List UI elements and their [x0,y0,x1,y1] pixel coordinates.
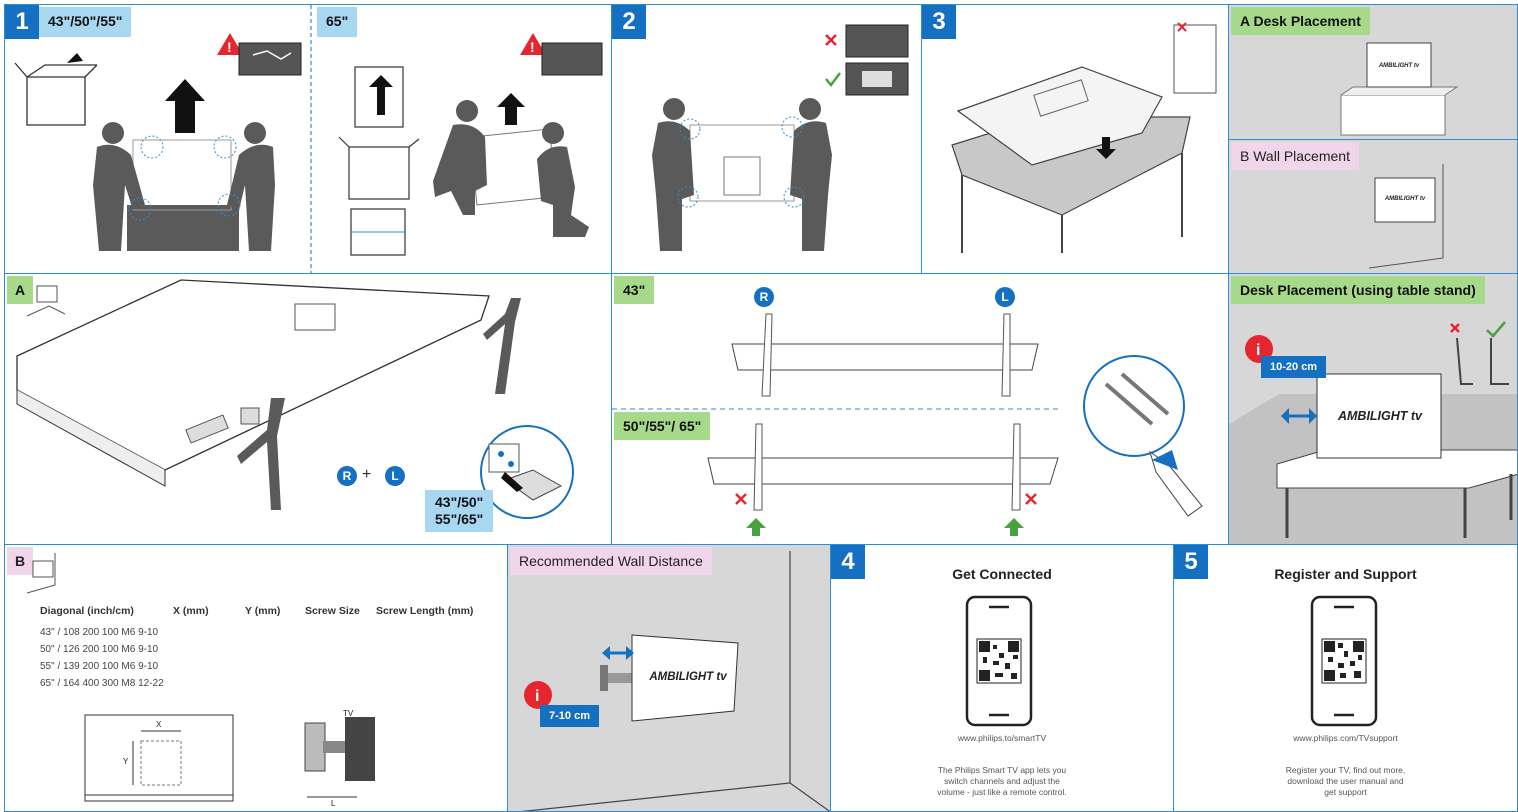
wall-mount-panel: B Diagonal (inch/cm) X (mm) Y (mm) Screw… [4,544,508,812]
wall-mount-illustration [26,553,375,802]
step4-number: 4 [831,545,865,579]
table-stand-panel: Desk Placement (using table stand) i 10-… [1228,273,1518,545]
step4-phone [965,595,1033,727]
step4-desc-1: The Philips Smart TV app lets you [937,765,1067,775]
wall-placement-tag: B Wall Placement [1231,142,1359,170]
wall-placement-illustration [1368,164,1444,269]
wall-mount-tag: B [7,547,34,575]
step1-sizes-tag: 43"/50"/55" [39,7,132,37]
position-r-marker: R [754,287,774,307]
wall-distance-brand: AMBILIGHT tv [649,671,727,683]
spec-row-43: 43" / 108 200 100 M6 9-10 [40,627,159,638]
table-stand-tag: Desk Placement (using table stand) [1231,276,1485,304]
stand-assembly-illustration [16,279,574,519]
step4-panel: 4 Get Connected www.philips.to/smartTV T… [830,544,1174,812]
header-screw-size: Screw Size [305,605,360,617]
step3-illustration [951,22,1217,253]
svg-text:i: i [535,688,539,705]
header-x: X (mm) [173,605,209,617]
dim-l-label: L [331,799,336,808]
step3-number: 3 [922,5,956,39]
table-stand-brand: AMBILIGHT tv [1337,409,1423,423]
step5-panel: 5 Register and Support www.philips.com/T… [1173,544,1518,812]
step4-desc-2: switch channels and adjust the [944,776,1060,786]
step1-65-tag: 65" [317,7,358,37]
dim-y-label: Y [123,757,129,766]
step2-illustration [652,24,909,251]
desk-placement-illustration [1340,42,1459,136]
step5-phone [1310,595,1378,727]
svg-text:!: ! [530,39,535,55]
step5-desc-2: download the user manual and [1287,776,1404,786]
desk-placement-tag: A Desk Placement [1231,7,1370,35]
step5-url: www.philips.com/TVsupport [1293,733,1398,743]
svg-text:!: ! [227,39,232,55]
dim-tv-label: TV [343,709,354,718]
step3-panel: 3 [921,4,1229,274]
table-stand-illustration: i [1229,321,1517,544]
step5-desc-1: Register your TV, find out more, [1285,765,1406,775]
step2-panel: 2 [611,4,922,274]
header-diagonal: Diagonal (inch/cm) [40,605,134,617]
stand-sizes-tag: 43"/50" 55"/65" [425,490,494,532]
stand-assembly-tag: A [7,276,34,304]
wall-distance-illustration: i [521,551,830,811]
stand-l-marker: L [385,466,405,486]
wall-distance-tag: Recommended Wall Distance [510,547,712,575]
size-other-tag: 50"/55"/ 65" [614,412,711,440]
stand-position-panel: 43" 50"/55"/ 65" R L [611,273,1229,545]
stand-position-illustration [612,313,1203,536]
step5-title: Register and Support [1274,566,1417,582]
desk-placement-brand: AMBILIGHT tv [1378,63,1420,69]
step1-panel: 1 43"/50"/55" 65" ! [4,4,612,274]
dim-x-label: X [156,720,162,729]
step5-desc-3: get support [1324,787,1367,797]
wall-placement-panel: B Wall Placement AMBILIGHT tv [1228,139,1518,274]
step1-illustration: ! ! [14,5,603,273]
header-screw-length: Screw Length (mm) [376,605,474,617]
stand-sizes-line1: 43"/50" [435,494,484,510]
header-y: Y (mm) [245,605,281,617]
step4-url: www.philips.to/smartTV [957,733,1047,743]
table-stand-distance: 10-20 cm [1261,356,1327,378]
wall-distance-panel: Recommended Wall Distance i 7-10 cm AMBI… [507,544,831,812]
wall-placement-brand: AMBILIGHT tv [1384,196,1426,202]
spec-row-65: 65" / 164 400 300 M8 12-22 [40,678,164,689]
stand-sizes-line2: 55"/65" [435,511,484,527]
spec-row-55: 55" / 139 200 100 M6 9-10 [40,661,159,672]
step4-title: Get Connected [952,566,1052,582]
desk-placement-panel: A Desk Placement AMBILIGHT tv [1228,4,1518,140]
step5-number: 5 [1174,545,1208,579]
step4-desc-3: volume - just like a remote control. [937,787,1067,797]
stand-assembly-panel: A R + L 43"/50" 55"/65" [4,273,612,545]
svg-text:i: i [1256,342,1260,359]
size43-tag: 43" [614,276,655,304]
position-l-marker: L [995,287,1015,307]
step2-number: 2 [612,5,646,39]
wall-distance-value: 7-10 cm [540,705,599,727]
spec-row-50: 50" / 126 200 100 M6 9-10 [40,644,159,655]
stand-plus: + [362,466,372,483]
step1-number: 1 [5,5,39,39]
stand-r-marker: R [337,466,357,486]
